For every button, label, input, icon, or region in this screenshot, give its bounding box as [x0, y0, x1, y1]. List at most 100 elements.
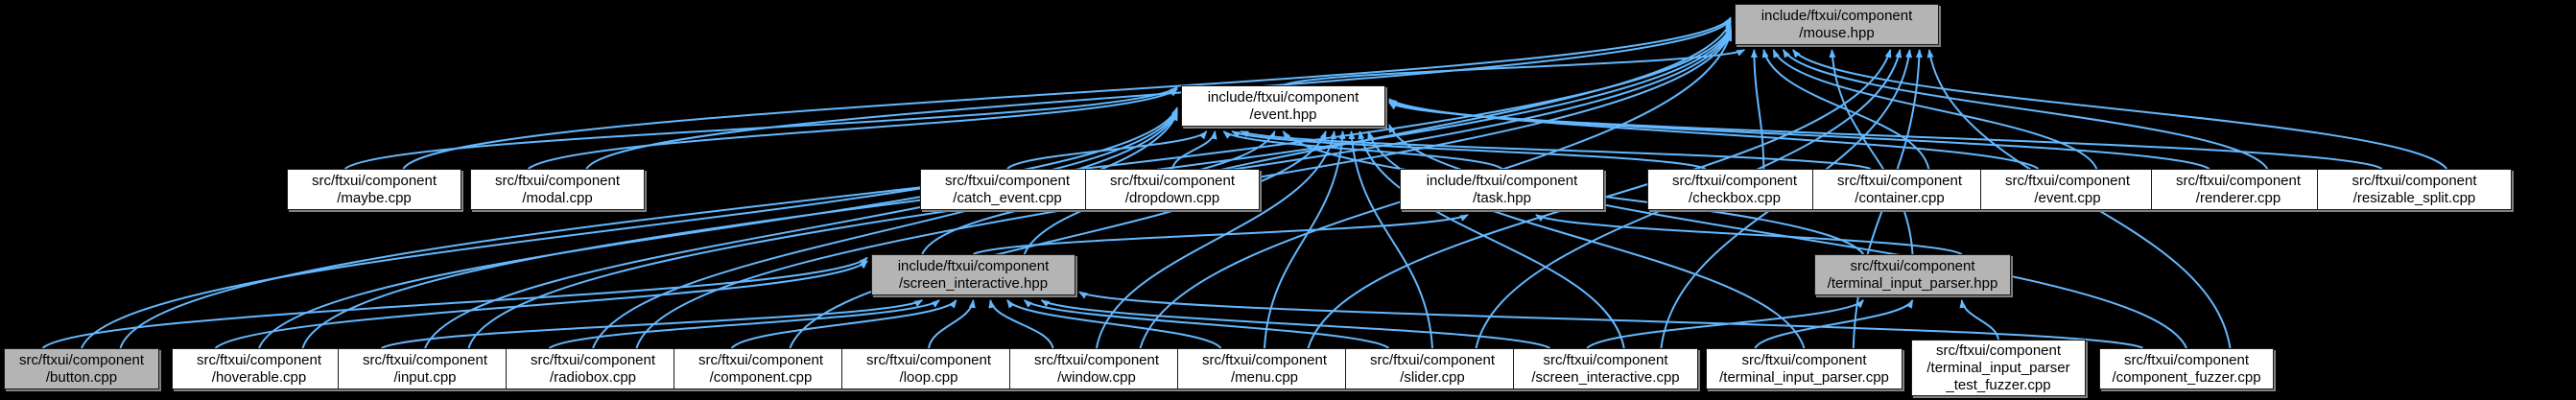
node-label-line1: include/ftxui/component [1207, 88, 1359, 106]
node-label-line1: src/ftxui/component [2175, 172, 2302, 189]
node-label-line2: /screen_interactive.hpp [898, 274, 1049, 292]
graph-node-dropdown_cpp[interactable]: src/ftxui/component/dropdown.cpp [1085, 169, 1260, 210]
graph-edge [1782, 49, 2269, 170]
graph-edge [1959, 299, 1999, 341]
graph-node-component_fuzzer_cpp[interactable]: src/ftxui/component/component_fuzzer.cpp [2099, 348, 2274, 389]
graph-edge [41, 256, 868, 349]
node-label-line2: /event.cpp [2034, 189, 2101, 206]
graph-edge [424, 109, 1178, 349]
node-label-line1: src/ftxui/component [18, 351, 145, 368]
graph-edge [592, 111, 1178, 349]
node-label-line1: src/ftxui/component [530, 351, 656, 368]
node-label-line2: /component_fuzzer.cpp [2112, 368, 2261, 386]
graph-edge [1388, 98, 2040, 170]
node-label-line2: /checkbox.cpp [1689, 189, 1781, 206]
graph-node-slider_cpp[interactable]: src/ftxui/component/slider.cpp [1345, 348, 1520, 389]
graph-node-mouse_hpp[interactable]: include/ftxui/component/mouse.hpp [1735, 4, 1939, 45]
node-label-line2: /slider.cpp [1400, 368, 1465, 386]
graph-node-terminal_input_parser_test_fuzzer_cpp[interactable]: src/ftxui/component/terminal_input_parse… [1911, 340, 2086, 396]
node-label-line2: /maybe.cpp [337, 189, 412, 206]
graph-edge [214, 260, 868, 349]
node-label-line1: src/ftxui/component [362, 351, 488, 368]
graph-edge [258, 108, 1178, 349]
graph-node-input_cpp[interactable]: src/ftxui/component/input.cpp [338, 348, 512, 389]
node-label-line1: src/ftxui/component [2123, 351, 2250, 368]
graph-edge [1388, 102, 2383, 170]
graph-node-terminal_input_parser_hpp[interactable]: src/ftxui/component/terminal_input_parse… [1814, 254, 2011, 295]
graph-edge [1171, 130, 1217, 170]
node-label-line1: src/ftxui/component [944, 172, 1071, 189]
node-label-line2: /hoverable.cpp [211, 368, 307, 386]
node-label-line2: /menu.cpp [1230, 368, 1299, 386]
graph-node-maybe_cpp[interactable]: src/ftxui/component/maybe.cpp [287, 169, 461, 210]
node-label-line1: src/ftxui/component [1109, 172, 1236, 189]
graph-node-button_cpp[interactable]: src/ftxui/component/button.cpp [4, 348, 159, 389]
node-label-line1: src/ftxui/component [196, 351, 322, 368]
graph-node-container_cpp[interactable]: src/ftxui/component/container.cpp [1812, 169, 1987, 210]
node-label-line2: /window.cpp [1057, 368, 1136, 386]
node-label-line1: src/ftxui/component [865, 351, 992, 368]
graph-node-terminal_input_parser_cpp[interactable]: src/ftxui/component/terminal_input_parse… [1706, 348, 1902, 389]
graph-edge [1535, 214, 1963, 255]
node-label-line2: /dropdown.cpp [1124, 189, 1220, 206]
node-label-line2: /terminal_input_parser.cpp [1719, 368, 1889, 386]
graph-node-screen_interactive_hpp[interactable]: include/ftxui/component/screen_interacti… [871, 254, 1075, 295]
graph-edge [1358, 130, 1625, 349]
graph-edge [789, 130, 1327, 349]
node-label-line2: /screen_interactive.cpp [1531, 368, 1680, 386]
graph-edge [1348, 130, 1433, 349]
graph-edge [1006, 130, 1208, 170]
node-label-line2: /resizable_split.cpp [2352, 189, 2476, 206]
node-label-line1: src/ftxui/component [1201, 351, 1328, 368]
node-label-line1: src/ftxui/component [1741, 351, 1867, 368]
node-label-line1: src/ftxui/component [1671, 172, 1798, 189]
graph-node-catch_event_cpp[interactable]: src/ftxui/component/catch_event.cpp [920, 169, 1095, 210]
graph-edge [381, 299, 924, 349]
node-label-line1: src/ftxui/component [697, 351, 824, 368]
node-label-line2: /terminal_input_parser [1926, 359, 2070, 376]
graph-edge [1264, 130, 1346, 349]
graph-node-menu_cpp[interactable]: src/ftxui/component/menu.cpp [1177, 348, 1352, 389]
node-label-line2: /catch_event.cpp [953, 189, 1062, 206]
graph-node-hoverable_cpp[interactable]: src/ftxui/component/hoverable.cpp [172, 348, 346, 389]
node-label-line1: include/ftxui/component [1426, 172, 1578, 189]
node-label-line2: /mouse.hpp [1799, 24, 1875, 41]
node-label-line3: _test_fuzzer.cpp [1946, 376, 2051, 393]
graph-edge [1078, 291, 2143, 349]
node-label-line2: /modal.cpp [522, 189, 593, 206]
node-label-line1: src/ftxui/component [494, 172, 621, 189]
graph-edge [1231, 130, 1707, 170]
graph-node-screen_interactive_cpp[interactable]: src/ftxui/component/screen_interactive.c… [1513, 348, 1698, 389]
graph-node-event_hpp[interactable]: include/ftxui/component/event.hpp [1181, 85, 1385, 127]
graph-edge [730, 299, 957, 349]
graph-node-resizable_split_cpp[interactable]: src/ftxui/component/resizable_split.cpp [2317, 169, 2512, 210]
graph-node-loop_cpp[interactable]: src/ftxui/component/loop.cpp [841, 348, 1016, 389]
graph-edge [973, 214, 1469, 255]
graph-node-radiobox_cpp[interactable]: src/ftxui/component/radiobox.cpp [506, 348, 680, 389]
node-label-line2: /radiobox.cpp [549, 368, 637, 386]
graph-node-task_hpp[interactable]: include/ftxui/component/task.hpp [1400, 169, 1604, 210]
graph-edge [528, 87, 1178, 170]
node-label-line1: src/ftxui/component [2351, 172, 2477, 189]
graph-node-checkbox_cpp[interactable]: src/ftxui/component/checkbox.cpp [1647, 169, 1822, 210]
node-label-line2: /terminal_input_parser.hpp [1827, 274, 1998, 292]
graph-node-renderer_cpp[interactable]: src/ftxui/component/renderer.cpp [2151, 169, 2326, 210]
node-label-line1: src/ftxui/component [1850, 257, 1975, 274]
node-label-line1: src/ftxui/component [1543, 351, 1668, 368]
graph-node-component_cpp[interactable]: src/ftxui/component/component.cpp [674, 348, 848, 389]
node-label-line1: src/ftxui/component [311, 172, 437, 189]
node-label-line1: include/ftxui/component [1761, 7, 1913, 24]
graph-node-window_cpp[interactable]: src/ftxui/component/window.cpp [1009, 348, 1184, 389]
graph-edge [928, 299, 976, 349]
graph-node-event_cpp[interactable]: src/ftxui/component/event.cpp [1980, 169, 2155, 210]
node-label-line1: src/ftxui/component [1033, 351, 1160, 368]
graph-edge [1792, 49, 2448, 170]
graph-edge [1023, 299, 1390, 349]
graph-edge [1772, 49, 2098, 170]
graph-edge [988, 299, 1054, 349]
graph-node-modal_cpp[interactable]: src/ftxui/component/modal.cpp [470, 169, 645, 210]
node-label-line2: /component.cpp [709, 368, 813, 386]
node-label-line2: /input.cpp [393, 368, 457, 386]
